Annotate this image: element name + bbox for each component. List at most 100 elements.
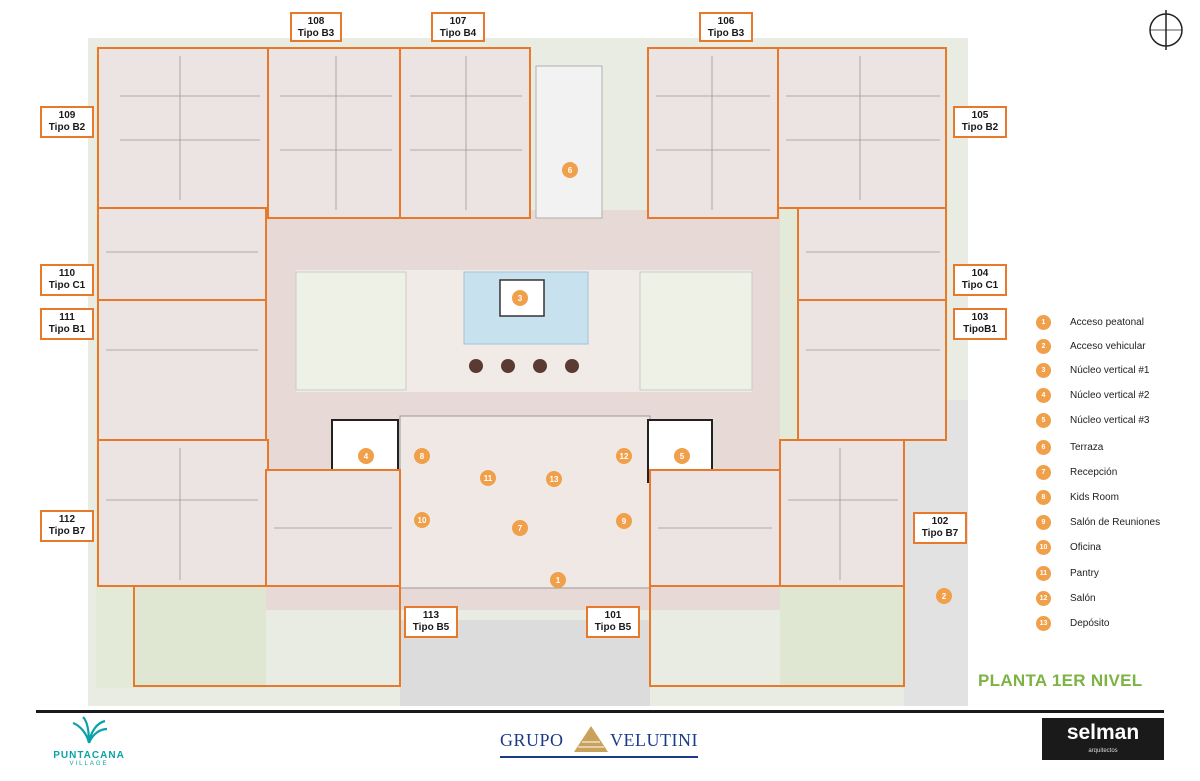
legend-item-2: 2 Acceso vehicular xyxy=(1036,337,1146,355)
legend-label: Pantry xyxy=(1070,567,1099,579)
plan-marker-4 xyxy=(358,448,374,464)
unit-type: Tipo B7 xyxy=(48,526,86,537)
legend-item-5: 5 Núcleo vertical #3 xyxy=(1036,411,1149,429)
legend-label: Recepción xyxy=(1070,466,1118,478)
unit-number: 106 xyxy=(717,16,735,27)
legend-label: Núcleo vertical #1 xyxy=(1070,364,1150,376)
legend-label: Depósito xyxy=(1070,617,1110,629)
legend-label: Núcleo vertical #3 xyxy=(1070,414,1150,426)
unit-type: TipoB1 xyxy=(963,324,997,335)
planter-right xyxy=(639,271,753,391)
unit-number: 109 xyxy=(58,110,76,121)
legend-number-badge: 7 xyxy=(1036,464,1051,480)
legend-number-badge: 4 xyxy=(1036,387,1051,403)
plan-marker-9 xyxy=(616,513,632,529)
plan-marker-label-4: 4 xyxy=(364,452,369,461)
grupo-velutini-logo: GRUPO VELUTINI xyxy=(500,718,700,760)
plan-marker-label-13: 13 xyxy=(550,475,559,484)
lobby-block xyxy=(399,415,651,589)
unit-number: 111 xyxy=(59,312,75,323)
apartment-108 xyxy=(267,47,401,219)
plan-marker-label-12: 12 xyxy=(620,452,629,461)
plan-marker-label-9: 9 xyxy=(622,517,627,526)
plan-marker-label-7: 7 xyxy=(518,524,523,533)
selman-sub: arquitectos xyxy=(1088,748,1118,754)
round-planters xyxy=(469,359,579,373)
legend-number-badge: 3 xyxy=(1036,362,1051,378)
legend-number-badge: 11 xyxy=(1036,565,1051,581)
palm-icon xyxy=(72,716,108,744)
legend-number-badge: 2 xyxy=(1036,338,1051,354)
driveway-right xyxy=(904,400,968,706)
round-planter-3 xyxy=(533,359,547,373)
apartment-104 xyxy=(797,207,947,301)
pyramid-icon xyxy=(574,726,608,752)
unit-type: Tipo B5 xyxy=(594,622,632,633)
puntacana-sub: VILLAGE xyxy=(69,761,109,767)
round-planter-2 xyxy=(501,359,515,373)
plan-marker-1 xyxy=(550,572,566,588)
unit-type: Tipo B7 xyxy=(921,528,959,539)
legend-number-badge: 6 xyxy=(1036,439,1051,455)
round-planter-4 xyxy=(565,359,579,373)
unit-type: Tipo C1 xyxy=(961,280,999,291)
legend-label: Acceso vehicular xyxy=(1070,340,1146,352)
apartment-106 xyxy=(647,47,779,219)
unit-type: Tipo B2 xyxy=(48,122,86,133)
plan-marker-3 xyxy=(512,290,528,306)
legend-label: Terraza xyxy=(1070,441,1104,453)
selman-logo: selman arquitectos xyxy=(1042,718,1164,760)
plan-marker-label-6: 6 xyxy=(568,166,573,175)
apartment-111 xyxy=(97,299,267,441)
plan-marker-10 xyxy=(414,512,430,528)
unit-type: Tipo B3 xyxy=(297,28,335,39)
plan-marker-label-10: 10 xyxy=(418,516,427,525)
legend-number-badge: 8 xyxy=(1036,489,1051,505)
plan-marker-label-1: 1 xyxy=(556,576,561,585)
unit-type: Tipo B2 xyxy=(961,122,999,133)
compass xyxy=(1149,10,1183,50)
apartment-109 xyxy=(97,47,269,209)
garden-outlines xyxy=(133,585,905,687)
puntacana-logo: PUNTACANA VILLAGE xyxy=(44,715,134,773)
apartment-112 xyxy=(97,439,269,587)
unit-type: Tipo C1 xyxy=(48,280,86,291)
legend-number-badge: 10 xyxy=(1036,539,1051,555)
plan-marker-13 xyxy=(546,471,562,487)
legend-item-7: 7 Recepción xyxy=(1036,463,1117,481)
legend-item-6: 6 Terraza xyxy=(1036,438,1103,456)
legend-label: Núcleo vertical #2 xyxy=(1070,389,1150,401)
plan-marker-label-11: 11 xyxy=(484,474,493,483)
unit-type: Tipo B3 xyxy=(707,28,745,39)
round-planter-1 xyxy=(469,359,483,373)
unit-number: 102 xyxy=(931,516,949,527)
plan-marker-label-2: 2 xyxy=(942,592,947,601)
legend-number-badge: 5 xyxy=(1036,412,1051,428)
garden-101 xyxy=(649,585,905,687)
unit-number: 108 xyxy=(307,16,325,27)
apartment-103 xyxy=(797,299,947,441)
unit-type: Tipo B4 xyxy=(439,28,477,39)
unit-type: Tipo B1 xyxy=(48,324,86,335)
unit-number: 105 xyxy=(971,110,989,121)
plan-marker-label-8: 8 xyxy=(420,452,425,461)
lawn-bottom-right xyxy=(780,586,904,686)
apartment-102 xyxy=(779,439,905,587)
unit-number: 107 xyxy=(449,16,467,27)
